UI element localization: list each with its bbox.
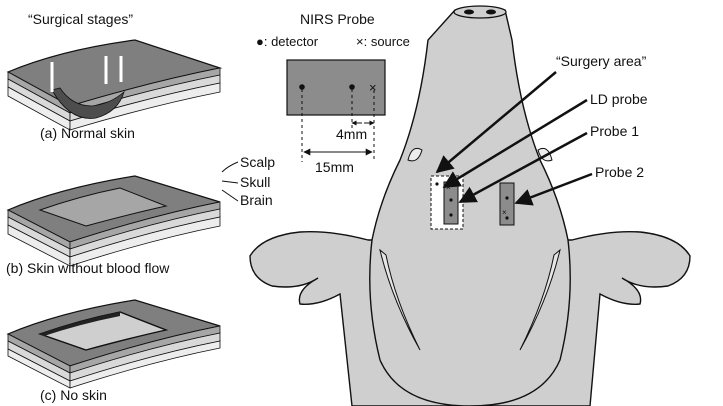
brain-layer-right (69, 82, 221, 131)
detector-1-dot (299, 84, 305, 90)
left-ear (379, 248, 421, 351)
surgery-area-arrow (435, 71, 557, 174)
ld-probe-arrow (442, 98, 588, 189)
probe-1-arrow (458, 131, 588, 204)
brain-layer-right (69, 216, 221, 267)
ld-probe-label: LD probe (590, 91, 648, 107)
surgery-area-label: “Surgery area” (556, 53, 647, 69)
source-cross-icon: × (369, 80, 377, 95)
rat-nose (453, 5, 507, 19)
right-ear (519, 248, 561, 351)
panel-c-label: (c) No skin (40, 387, 107, 403)
ld-probe-dot (435, 182, 439, 186)
probe-2-detector (505, 196, 509, 200)
left-nostril (464, 9, 474, 15)
short-distance-label: 4mm (336, 126, 367, 142)
source-legend: ×: source (356, 34, 410, 49)
probe-1-label: Probe 1 (590, 123, 639, 139)
probe-1-detector (449, 198, 453, 202)
probe-2 (499, 182, 515, 226)
rat-annotations: “Surgery area” LD probe Probe 1 Probe 2 (435, 53, 648, 206)
panel-c-no-skin: (c) No skin (6, 299, 221, 403)
panel-b-no-blood-flow: Scalp Skull Brain (b) Skin without blood… (6, 154, 275, 276)
skull-label: Skull (240, 174, 270, 190)
rat-illustration: × × (249, 5, 691, 406)
panel-b-label: (b) Skin without blood flow (6, 260, 170, 276)
light-path-banana (51, 87, 125, 119)
left-eye (407, 147, 423, 162)
rat-head (369, 6, 571, 406)
probe-2-detector (505, 216, 509, 220)
nirs-probe-title: NIRS Probe (300, 11, 375, 27)
brain-pointer (221, 189, 239, 202)
scalp-pointer (221, 161, 239, 173)
probe-2-source-icon: × (502, 208, 507, 217)
detector-legend: ●: detector (256, 34, 319, 49)
surgical-stages-title: “Surgical stages” (28, 11, 133, 27)
brain-label: Brain (240, 192, 273, 208)
panel-a-normal-skin: “Surgical stages” (a) Normal skin (6, 11, 223, 141)
probe-2-label: Probe 2 (595, 164, 644, 180)
skull-pointer (221, 180, 239, 184)
skin-cut-edge (40, 312, 120, 336)
nirs-probe-schematic: NIRS Probe ●: detector ×: source × 4mm 1… (256, 11, 410, 175)
bloodless-skin-region (38, 187, 168, 227)
panel-a-label: (a) Normal skin (40, 125, 135, 141)
scalp-label: Scalp (240, 154, 275, 170)
probe-1-detector (449, 213, 453, 217)
long-distance-label: 15mm (315, 159, 354, 175)
detector-2-dot (349, 84, 355, 90)
brain-layer-right (69, 340, 221, 389)
probe-2-arrow (514, 172, 593, 206)
right-nostril (486, 9, 496, 15)
